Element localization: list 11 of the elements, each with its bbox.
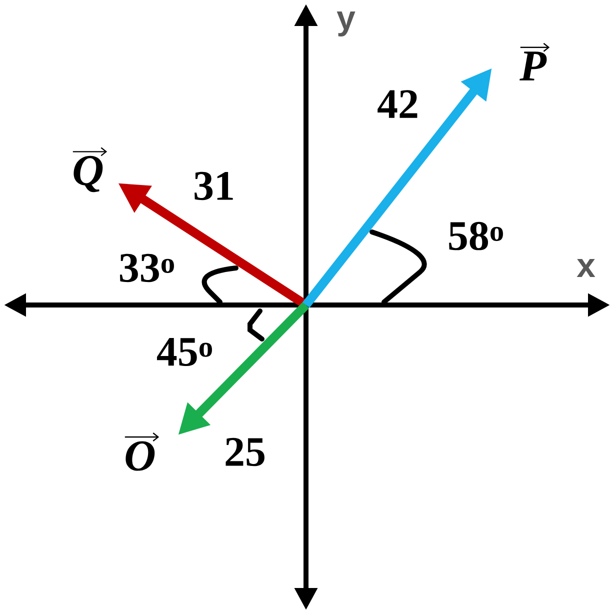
- angle-label: 45$^{o}$: [156, 338, 212, 366]
- magnitude-label: 25: [226, 438, 264, 466]
- magnitude-label: 42: [378, 90, 418, 118]
- magnitude-label: 31: [194, 172, 233, 200]
- axis-label: x: [576, 259, 596, 277]
- axis-label: y: [336, 12, 356, 37]
- vector-label: O: [124, 432, 160, 471]
- angle-label: 58$^{o}$: [449, 222, 503, 250]
- vector-label: Q: [72, 147, 108, 192]
- angle-label: 33$^{o}$: [120, 254, 174, 282]
- vector-label: P: [520, 42, 550, 80]
